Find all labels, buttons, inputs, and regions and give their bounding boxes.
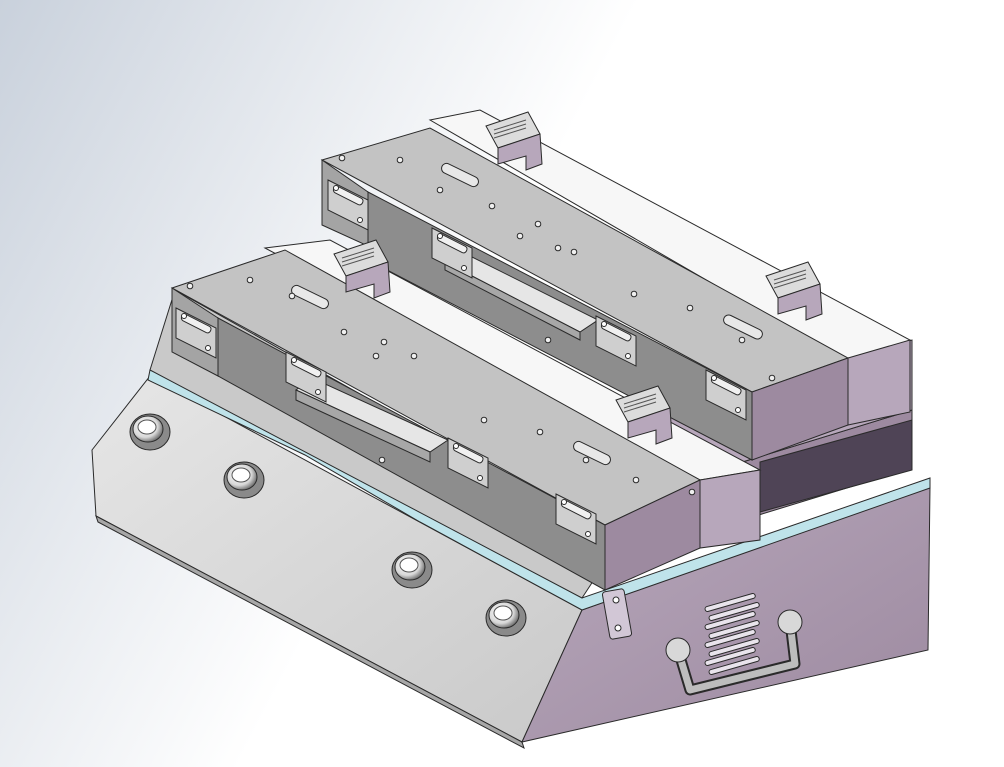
bolt-hole [582, 456, 590, 464]
vent-slot-icon [708, 602, 760, 621]
handle-icon [665, 609, 803, 696]
hinge-icon [327, 179, 369, 231]
front-cover-grip-bar-side [295, 389, 431, 463]
vent-slot-icon [708, 638, 760, 657]
vent-slots [704, 593, 760, 675]
base-front-bottom-face [95, 514, 525, 750]
knob-icon [391, 551, 433, 589]
bolt-hole [396, 156, 404, 164]
bolt-hole [186, 282, 194, 290]
front-cover-slot-2 [573, 440, 611, 466]
front-cover-slot [291, 284, 329, 310]
knob-icon [485, 599, 527, 637]
vent-slot-icon [708, 620, 760, 639]
bolt-hole [534, 220, 542, 228]
vent-slot-icon [704, 593, 756, 612]
bolt-hole [632, 476, 640, 484]
hinge-icon [595, 315, 637, 367]
bolt-hole [246, 276, 254, 284]
clip-block-icon [615, 385, 673, 445]
bolt-hole [554, 244, 562, 252]
bolt-hole [536, 428, 544, 436]
bolt-hole [380, 338, 388, 346]
bolt-hole [544, 336, 552, 344]
bolt-holes [186, 154, 776, 496]
back-cover-right-end-2 [847, 339, 911, 426]
knob-icon [129, 413, 171, 451]
bolt-hole [488, 202, 496, 210]
knob-icon [223, 461, 265, 499]
vent-slot-icon [704, 629, 756, 648]
bolt-hole [338, 154, 346, 162]
clip-block-icon [765, 261, 823, 321]
hinge-icon [555, 493, 597, 545]
back-cover-slot [441, 162, 479, 188]
hinge-icon [447, 437, 489, 489]
bolt-hole [738, 336, 746, 344]
hinges [175, 179, 747, 545]
vent-slot-icon [704, 647, 756, 666]
bolt-hole [570, 248, 578, 256]
hinge-icon [175, 307, 217, 359]
front-cover-right-end-2 [699, 469, 761, 549]
bolt-hole [768, 374, 776, 382]
hinge-icon [705, 369, 747, 421]
bolt-hole [516, 232, 524, 240]
knobs [129, 413, 527, 637]
bolt-hole [688, 488, 696, 496]
clip-block-icon [333, 239, 391, 299]
bolt-hole [340, 328, 348, 336]
vent-slot-icon [704, 611, 756, 630]
bolt-hole [372, 352, 380, 360]
hinge-icon [431, 227, 473, 279]
bolt-hole [480, 416, 488, 424]
bolt-hole [436, 186, 444, 194]
clip-blocks [333, 111, 823, 445]
bolt-hole [630, 290, 638, 298]
bolt-hole [410, 352, 418, 360]
clip-block-icon [485, 111, 543, 171]
bolt-hole [378, 456, 386, 464]
back-cover-slot-2 [723, 314, 763, 340]
back-cover-grip-bar-side [444, 261, 581, 341]
bolt-hole [686, 304, 694, 312]
hinge-icon [285, 351, 327, 403]
bolt-hole [288, 292, 296, 300]
vent-slot-icon [708, 656, 760, 675]
latch-icon [601, 588, 633, 640]
